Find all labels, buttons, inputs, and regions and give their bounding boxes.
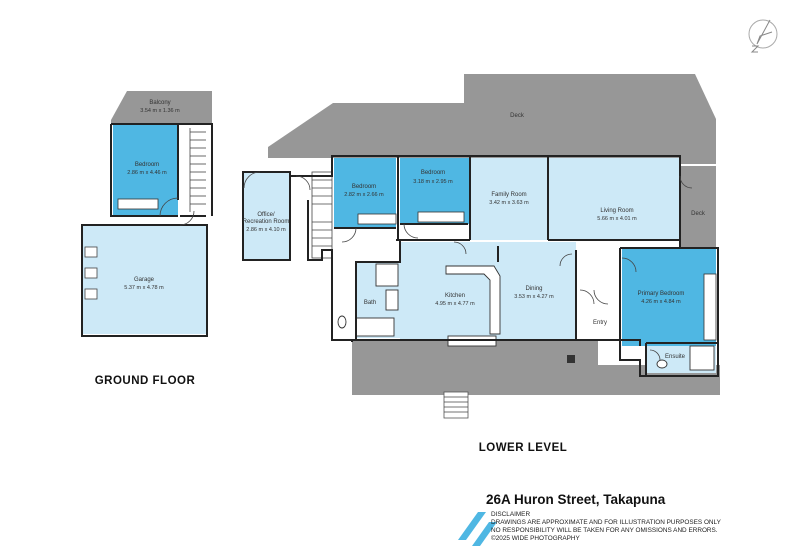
disclaimer-heading: DISCLAIMER — [491, 511, 530, 518]
kitchen-area — [400, 242, 498, 340]
bedroom-ground-label: Bedroom — [135, 162, 159, 168]
wardrobe-2 — [417, 211, 465, 223]
office-area — [243, 172, 290, 260]
kitchen-label: Kitchen — [445, 293, 465, 299]
lower-deck-area — [352, 339, 720, 395]
bedroom-1-dims: 2.82 m x 2.66 m — [344, 192, 384, 198]
deck-steps-treads — [444, 396, 468, 413]
living-room-area — [548, 158, 680, 240]
stair-lower — [311, 171, 333, 259]
wardrobe-ground — [117, 198, 159, 210]
toilet-bath — [337, 315, 347, 329]
deck-right-area — [680, 166, 716, 247]
dining-dims: 3.53 m x 4.27 m — [514, 294, 554, 300]
stair-lower-treads — [312, 179, 332, 247]
family-room-area — [470, 158, 548, 240]
ensuite-label: Ensuite — [665, 354, 686, 360]
garage-label: Garage — [134, 277, 155, 283]
bath-label: Bath — [364, 300, 376, 306]
wardrobe-primary — [703, 273, 717, 341]
disclaimer-line-3: ©2025 WIDE PHOTOGRAPHY — [491, 534, 580, 542]
kitchen-counter — [445, 265, 501, 335]
blue-stripes-logo — [458, 512, 497, 546]
stair-ground — [178, 124, 208, 224]
balcony-area — [111, 91, 212, 124]
primary-bedroom-area — [622, 248, 716, 346]
ensuite-shower — [689, 345, 715, 371]
stair-treads-ground — [189, 128, 206, 212]
balcony-label: Balcony — [149, 100, 170, 106]
ground-floor-plan: Balcony 3.54 m x 1.36 m Bedroom 2.86 m x… — [81, 91, 213, 387]
deck-right-label: Deck — [691, 211, 706, 217]
kitchen-dims: 4.95 m x 4.77 m — [435, 301, 475, 307]
bedroom-2-label: Bedroom — [421, 170, 445, 176]
primary-bedroom-dims: 4.26 m x 4.84 m — [641, 299, 681, 305]
deck-top-label: Deck — [510, 113, 525, 119]
entry-label: Entry — [593, 320, 607, 326]
garage-bench-1 — [84, 246, 98, 258]
living-room-dims: 5.66 m x 4.01 m — [597, 216, 637, 222]
bedroom-2-dims: 3.18 m x 2.95 m — [413, 179, 453, 185]
family-room-dims: 3.42 m x 3.63 m — [489, 200, 529, 206]
toilet-ensuite — [656, 359, 668, 369]
shower — [375, 263, 399, 287]
garage-bench-3 — [84, 288, 98, 300]
bedroom-ground-dims: 2.86 m x 4.46 m — [127, 170, 167, 176]
north-compass-icon — [748, 19, 778, 53]
disclaimer-line-2: NO RESPONSIBILITY WILL BE TAKEN FOR ANY … — [491, 527, 718, 534]
office-label-2: Recreation Room — [243, 219, 290, 225]
deck-steps — [443, 391, 469, 419]
ground-floor-label: GROUND FLOOR — [95, 375, 196, 387]
lower-walls — [242, 155, 719, 377]
bath-vanity — [385, 289, 399, 311]
primary-bedroom-label: Primary Bedroom — [638, 291, 685, 297]
family-room-label: Family Room — [491, 192, 526, 198]
lower-level-label: LOWER LEVEL — [479, 442, 568, 454]
address-title: 26A Huron Street, Takapuna — [486, 492, 666, 507]
lower-level-plan: Office/ Recreation Room 2.86 m x 4.10 m … — [242, 74, 720, 454]
deck-top-area — [268, 74, 716, 164]
bath-tub — [355, 317, 395, 337]
lower-door-swings — [243, 171, 693, 361]
bedroom-1-label: Bedroom — [352, 184, 376, 190]
garage-bench-2 — [84, 267, 98, 279]
office-dims: 2.86 m x 4.10 m — [246, 227, 286, 233]
office-label: Office/ — [257, 212, 275, 218]
wardrobe-1 — [357, 213, 397, 225]
entry-marker — [567, 355, 575, 363]
garage-area — [83, 226, 206, 334]
balcony-dims: 3.54 m x 1.36 m — [140, 108, 180, 114]
living-room-label: Living Room — [600, 208, 633, 214]
garage-dims: 5.37 m x 4.78 m — [124, 285, 164, 291]
disclaimer-line-1: DRAWINGS ARE APPROXIMATE AND FOR ILLUSTR… — [491, 519, 722, 526]
dining-label: Dining — [525, 286, 542, 292]
